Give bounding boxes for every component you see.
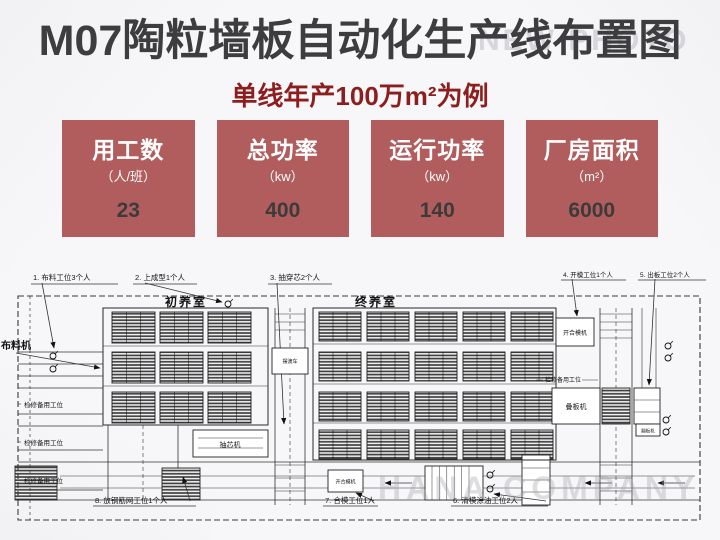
page-title: M07陶粒墙板自动化生产线布置图 bbox=[38, 17, 682, 65]
callout-7: 7. 合模工位1人 bbox=[325, 495, 376, 505]
stat-unit: （人/班） bbox=[100, 169, 157, 184]
stat-value: 140 bbox=[419, 199, 455, 222]
spare-station-label: 检修备用工位 bbox=[24, 438, 64, 447]
stat-label: 用工数 bbox=[92, 137, 165, 163]
layout-diagram: 初养室 终养室 开合模机 叠板机 翻板机 抽芯机 开合模机 摆渡车 布料机 检修… bbox=[1, 270, 706, 521]
stat-value: 400 bbox=[265, 199, 301, 222]
stat-value: 23 bbox=[116, 199, 140, 222]
spare-station-label: 检修备用工位 bbox=[24, 476, 64, 485]
ferry-car bbox=[271, 347, 309, 375]
stats-cards: 用工数 （人/班） 23 总功率 （kw） 400 运行功率 （kw） 140 … bbox=[62, 120, 658, 237]
watermark-bottom: HANA COMPANY bbox=[378, 470, 700, 506]
stat-label: 厂房面积 bbox=[543, 137, 640, 163]
plant-border bbox=[17, 295, 701, 521]
stat-card-plant-area: 厂房面积 （m²） 6000 bbox=[525, 120, 658, 237]
stat-label: 运行功率 bbox=[389, 137, 486, 163]
spare-station-label: 检修备用工位 bbox=[24, 400, 64, 409]
callout-1: 1. 布料工位3个人 bbox=[33, 272, 91, 282]
watermark-top: NEW PHOTO bbox=[478, 24, 690, 57]
mold-open-close-machine-top bbox=[555, 317, 595, 347]
callout-4: 4. 开模工位1个人 bbox=[563, 270, 613, 279]
callout-3: 3. 抽穿芯2个人 bbox=[270, 272, 321, 282]
feeder-label: 布料机 bbox=[1, 339, 31, 352]
stat-card-running-power: 运行功率 （kw） 140 bbox=[371, 120, 504, 237]
core-puller-label: 抽芯机 bbox=[220, 440, 241, 449]
stacker-machine bbox=[551, 387, 601, 425]
final-curing-room-label: 终养室 bbox=[355, 294, 397, 309]
callout-6: 6. 清模涂油工位2人 bbox=[453, 495, 519, 505]
core-puller-machine bbox=[192, 429, 269, 458]
stat-card-workers: 用工数 （人/班） 23 bbox=[62, 120, 195, 237]
stacker-label: 叠板机 bbox=[566, 402, 587, 411]
stat-value: 6000 bbox=[568, 199, 616, 222]
callout-8: 8. 放钢筋网工位1个人 bbox=[95, 495, 168, 505]
callout-2: 2. 上成型1个人 bbox=[135, 272, 186, 282]
stat-unit: （kw） bbox=[261, 169, 304, 184]
flipper-label: 翻板机 bbox=[641, 428, 655, 435]
initial-curing-room bbox=[102, 307, 269, 426]
final-curing-room bbox=[312, 307, 557, 461]
stat-unit: （m²） bbox=[571, 169, 613, 184]
initial-curing-room-label: 初养室 bbox=[165, 294, 207, 309]
mold-open-close-label: 开合模机 bbox=[335, 479, 355, 486]
stat-unit: （kw） bbox=[416, 169, 459, 184]
mold-open-close-machine-bottom bbox=[327, 469, 364, 493]
flipper-machine bbox=[635, 423, 661, 437]
stat-label: 总功率 bbox=[246, 137, 319, 163]
stat-card-total-power: 总功率 （kw） 400 bbox=[216, 120, 349, 237]
ferry-label: 摆渡车 bbox=[282, 358, 297, 365]
callout-5: 5. 出板工位2个人 bbox=[640, 270, 690, 279]
mold-open-close-label: 开合模机 bbox=[563, 329, 587, 337]
cad-linework bbox=[14, 278, 706, 507]
spare-station-label: 检修备用工位 bbox=[545, 376, 581, 384]
page-subtitle: 单线年产100万m²为例 bbox=[231, 81, 489, 111]
